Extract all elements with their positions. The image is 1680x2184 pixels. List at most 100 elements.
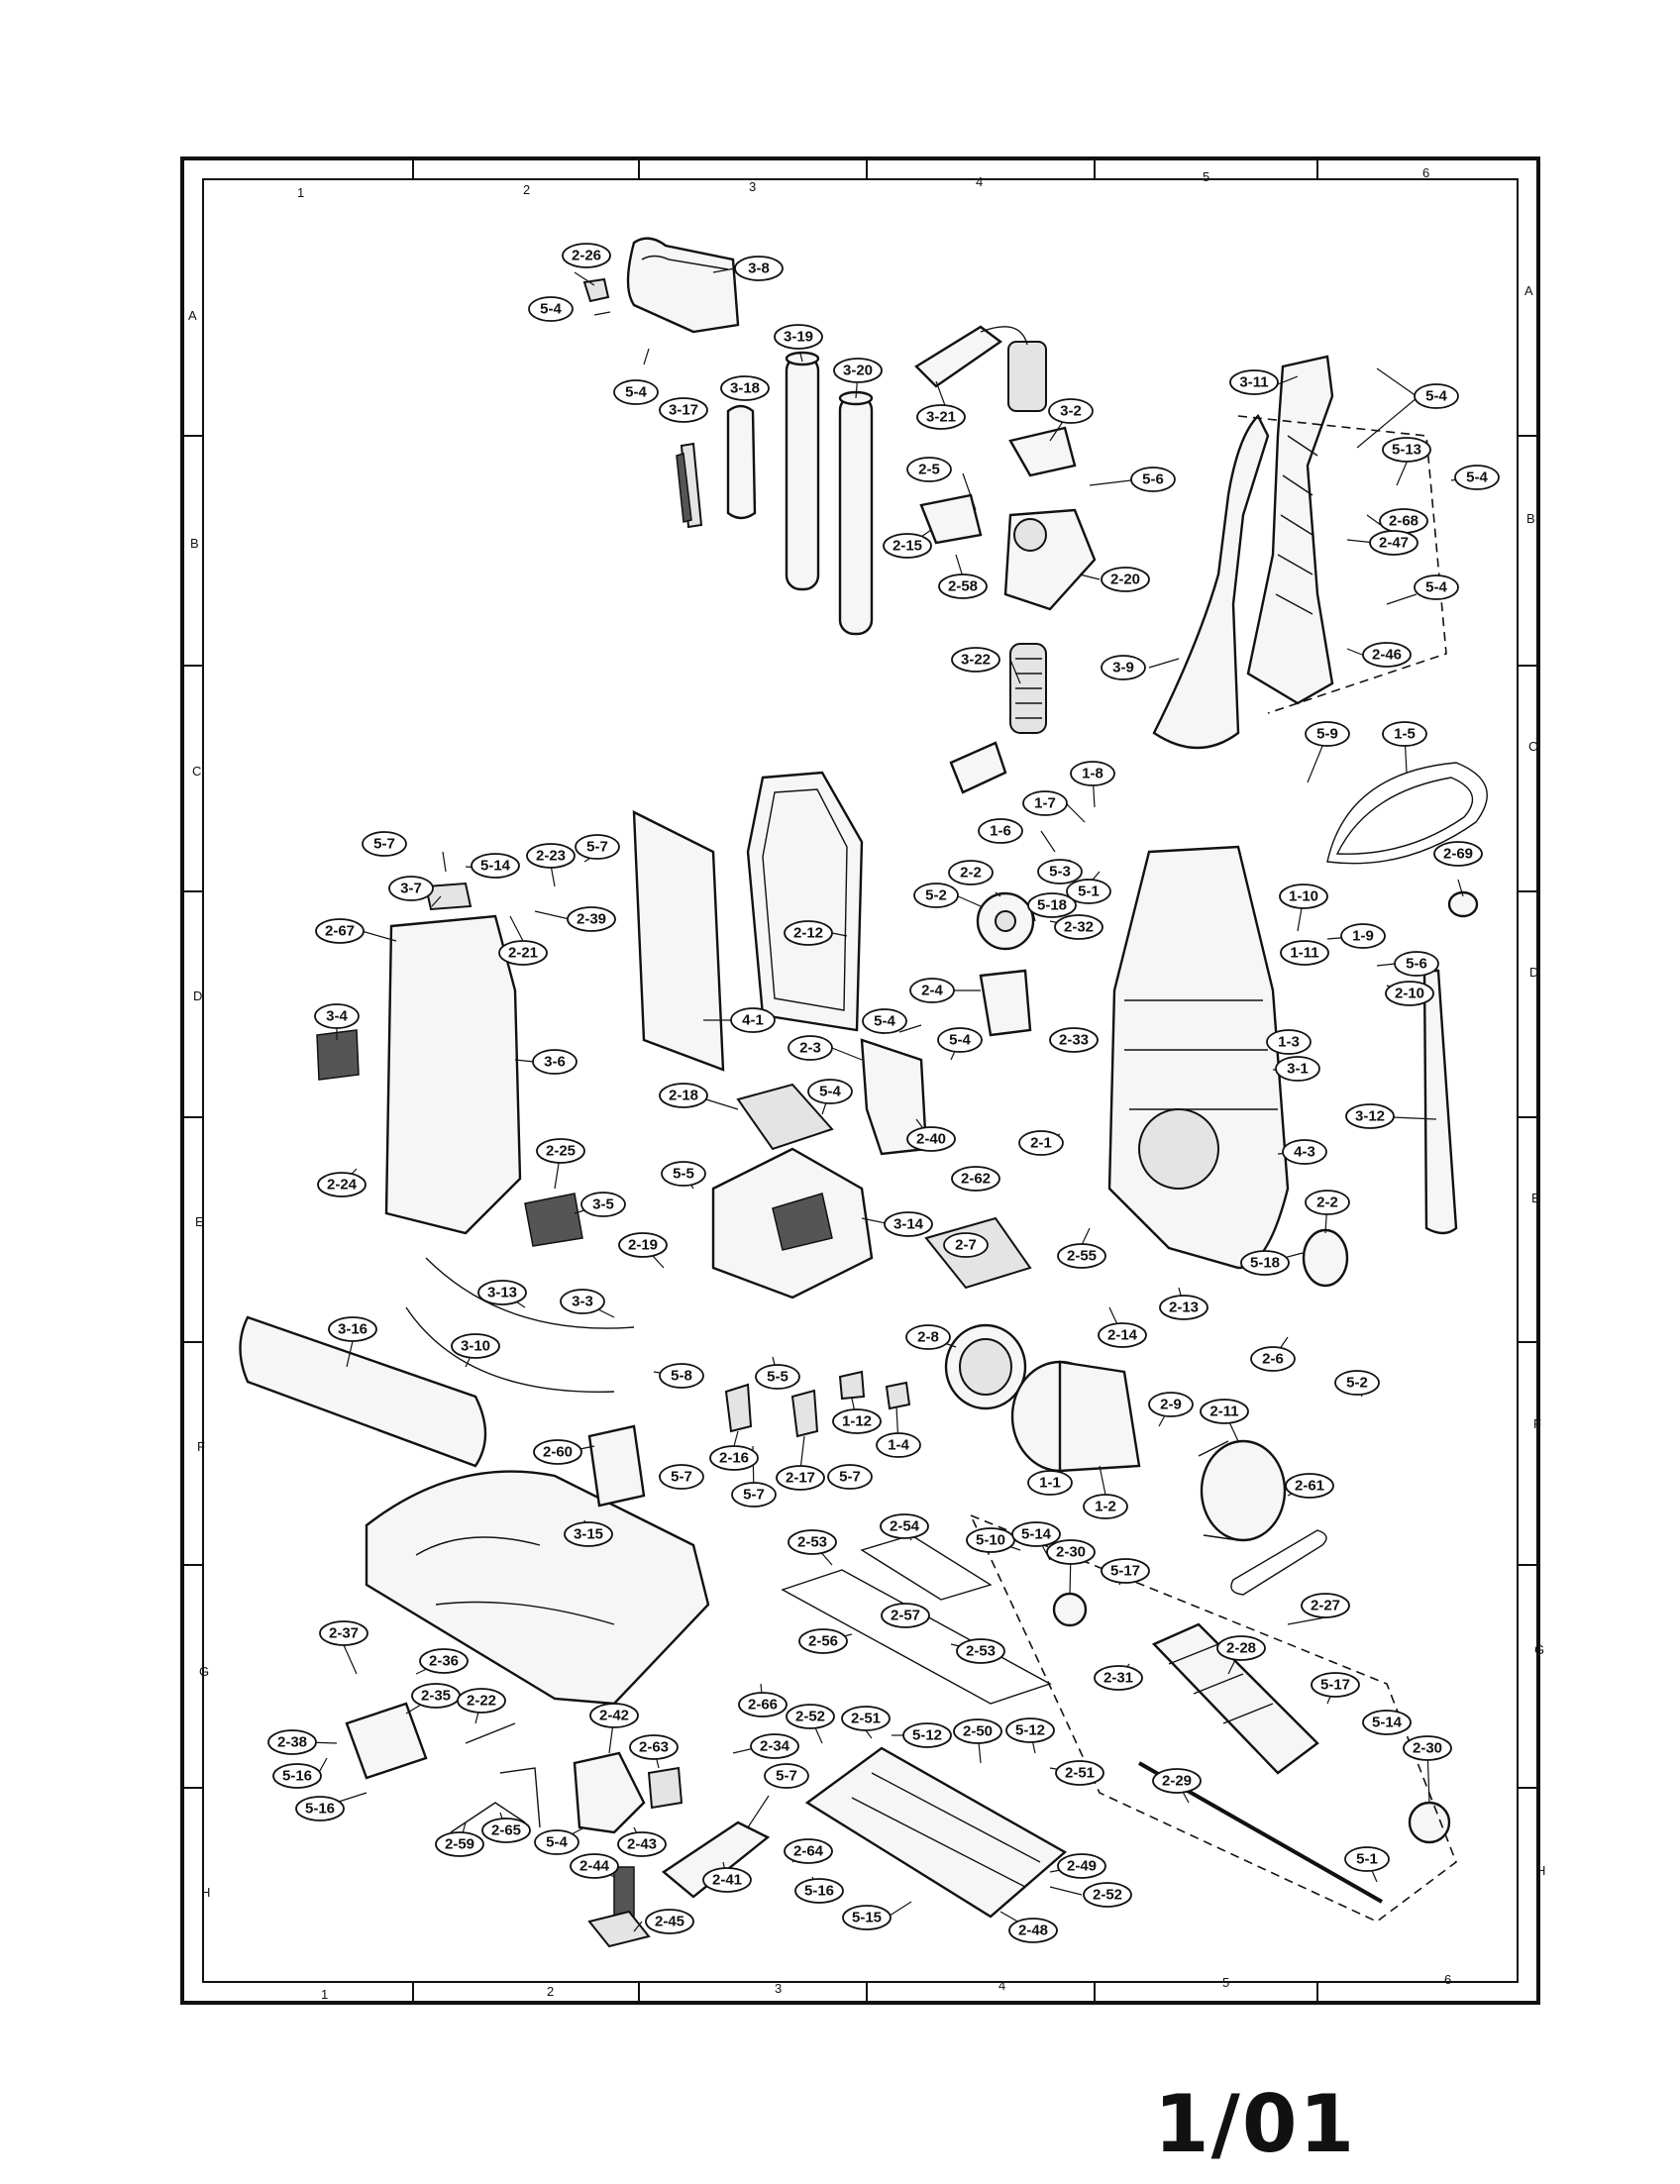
svg-text:2-18: 2-18	[669, 1088, 698, 1104]
callout-label: 2-13	[1159, 1295, 1208, 1320]
callout-label: 2-51	[1055, 1760, 1104, 1786]
callout-label: 2-18	[659, 1083, 708, 1108]
hose-cuff-part	[1007, 341, 1047, 412]
latch-part	[724, 1383, 753, 1433]
callout-label: 3-20	[833, 358, 883, 383]
handle-frame-part	[1246, 355, 1334, 705]
svg-text:2-20: 2-20	[1110, 572, 1140, 588]
callout-label: 5-5	[755, 1364, 800, 1390]
svg-text:5-4: 5-4	[546, 1834, 568, 1851]
svg-text:2-6: 2-6	[1262, 1351, 1284, 1368]
svg-text:5-7: 5-7	[776, 1768, 797, 1785]
col-label-top: 4	[976, 174, 983, 189]
svg-text:3-1: 3-1	[1287, 1061, 1309, 1078]
callout-label: 5-4	[613, 379, 659, 405]
callout-label: 2-63	[629, 1734, 679, 1760]
callout-label: 3-19	[774, 324, 823, 350]
callout-label: 5-7	[575, 834, 620, 860]
svg-text:3-14: 3-14	[893, 1216, 924, 1233]
callout-label: 2-19	[618, 1232, 668, 1258]
callout-label: 5-4	[1414, 574, 1459, 600]
callout-label: 2-23	[526, 843, 576, 869]
pedal-part	[573, 1751, 646, 1834]
svg-text:2-47: 2-47	[1379, 535, 1409, 552]
svg-text:3-13: 3-13	[487, 1285, 517, 1301]
callout-label: 2-54	[880, 1513, 929, 1539]
svg-text:2-1: 2-1	[1030, 1135, 1052, 1152]
callout-label: 2-39	[567, 906, 616, 932]
col-label-bottom: 3	[775, 1981, 782, 1996]
svg-text:2-53: 2-53	[797, 1534, 827, 1551]
svg-text:5-10: 5-10	[976, 1532, 1005, 1549]
callout-label: 2-44	[570, 1853, 619, 1879]
svg-text:2-59: 2-59	[445, 1836, 474, 1853]
svg-text:2-58: 2-58	[948, 578, 978, 595]
filter-pad-part	[736, 1083, 834, 1151]
callout-label: 2-29	[1152, 1768, 1202, 1794]
svg-text:2-31: 2-31	[1103, 1670, 1133, 1687]
svg-text:2-42: 2-42	[599, 1708, 629, 1724]
svg-text:3-10: 3-10	[461, 1338, 490, 1355]
dust-bag-part	[632, 810, 725, 1072]
callout-label: 3-18	[720, 375, 770, 401]
svg-text:5-4: 5-4	[874, 1013, 895, 1030]
spring-base-part	[587, 1910, 651, 1948]
callout-label: 2-17	[776, 1465, 825, 1491]
callout-label: 2-66	[738, 1692, 788, 1717]
row-label-right: B	[1526, 511, 1535, 526]
callout-label: 3-6	[532, 1049, 578, 1075]
svg-text:3-16: 3-16	[338, 1321, 368, 1338]
drive-belt-part	[1230, 1529, 1327, 1596]
wand-tube-part	[785, 355, 820, 591]
switch-part	[838, 1370, 866, 1401]
svg-text:2-5: 2-5	[918, 462, 940, 478]
svg-text:3-12: 3-12	[1355, 1108, 1385, 1125]
callout-label: 5-12	[902, 1722, 952, 1748]
callout-label: 5-14	[1011, 1521, 1061, 1547]
svg-text:1-6: 1-6	[990, 823, 1011, 840]
callout-label: 2-51	[841, 1706, 891, 1731]
callout-label: 5-14	[1362, 1710, 1412, 1735]
svg-text:2-21: 2-21	[508, 945, 538, 962]
callout-label: 2-8	[905, 1324, 951, 1350]
svg-text:5-15: 5-15	[852, 1910, 882, 1926]
callout-label: 5-2	[1334, 1370, 1380, 1396]
callout-label: 2-56	[798, 1628, 848, 1654]
callout-label: 2-21	[498, 940, 548, 966]
svg-text:1-4: 1-4	[888, 1437, 909, 1454]
callout-label: 2-68	[1379, 508, 1428, 534]
callout-label: 1-3	[1266, 1029, 1312, 1055]
latch-part	[424, 882, 472, 911]
callout-label: 2-53	[956, 1638, 1005, 1664]
svg-text:2-16: 2-16	[719, 1450, 749, 1467]
callout-label: 2-67	[315, 918, 365, 944]
row-label-left: H	[201, 1885, 210, 1900]
callout-label: 2-4	[909, 978, 955, 1003]
callout-label: 2-6	[1250, 1346, 1296, 1372]
svg-text:2-4: 2-4	[921, 983, 943, 999]
svg-text:2-66: 2-66	[748, 1697, 778, 1714]
hinge-part	[345, 1702, 428, 1780]
svg-text:5-14: 5-14	[480, 858, 511, 875]
svg-text:2-17: 2-17	[786, 1470, 815, 1487]
svg-text:5-16: 5-16	[305, 1801, 335, 1818]
svg-text:5-1: 5-1	[1356, 1851, 1378, 1868]
svg-text:3-17: 3-17	[669, 402, 698, 419]
svg-text:2-2: 2-2	[960, 865, 982, 882]
svg-text:2-37: 2-37	[329, 1625, 359, 1642]
callout-label: 2-37	[319, 1620, 368, 1646]
callout-label: 2-7	[943, 1232, 989, 1258]
svg-text:2-52: 2-52	[1093, 1887, 1122, 1904]
strip-part	[860, 1534, 993, 1601]
neck-part	[587, 1424, 646, 1508]
svg-text:5-6: 5-6	[1142, 471, 1164, 488]
callout-label: 2-69	[1433, 841, 1483, 867]
crevice-tool-part	[726, 404, 757, 520]
svg-text:2-39: 2-39	[577, 911, 606, 928]
svg-text:4-1: 4-1	[742, 1012, 764, 1029]
svg-text:2-51: 2-51	[1065, 1765, 1095, 1782]
callout-label: 5-6	[1130, 467, 1176, 492]
svg-text:2-68: 2-68	[1389, 513, 1418, 530]
strip-part	[781, 1569, 1052, 1705]
callout-label: 2-30	[1046, 1539, 1096, 1565]
